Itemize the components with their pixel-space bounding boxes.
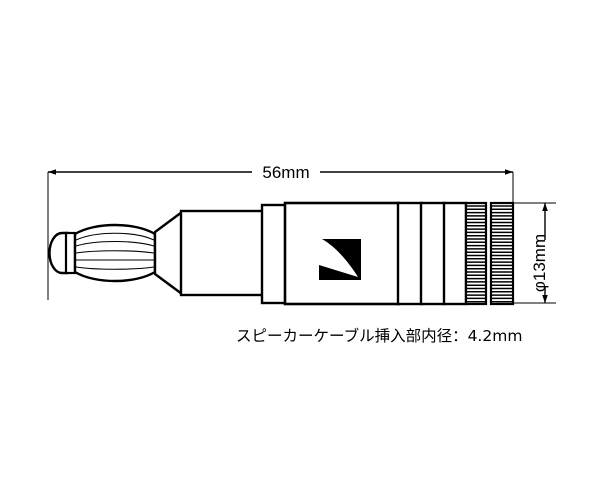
- spring-barrel-ribs: [75, 232, 155, 270]
- taper-cone: [153, 210, 184, 296]
- brand-swoosh-logo: [319, 239, 361, 280]
- length-dimension: 56mm: [47, 163, 514, 300]
- insertion-diameter-caption: スピーカーケーブル挿入部内径：4.2mm: [236, 326, 522, 345]
- ring-segment-1: [396, 201, 424, 306]
- knurled-band-1: [464, 201, 488, 306]
- diameter-dimension-label: φ13mm: [530, 234, 549, 292]
- arrow-left: [48, 169, 56, 175]
- tip-cap: [48, 231, 70, 275]
- tip-neck: [64, 231, 77, 275]
- logo-swoosh-mark: [319, 239, 358, 277]
- arrow-right: [505, 169, 513, 175]
- mid-cylinder: [179, 209, 265, 297]
- diameter-dimension: φ13mm: [513, 202, 556, 304]
- collar: [260, 203, 288, 305]
- length-dimension-label: 56mm: [262, 163, 309, 182]
- ring-segment-2: [419, 201, 447, 306]
- arrow-top: [542, 203, 548, 211]
- knurled-band-2: [489, 201, 515, 306]
- ring-segment-3: [442, 201, 468, 306]
- arrow-bottom: [542, 295, 548, 303]
